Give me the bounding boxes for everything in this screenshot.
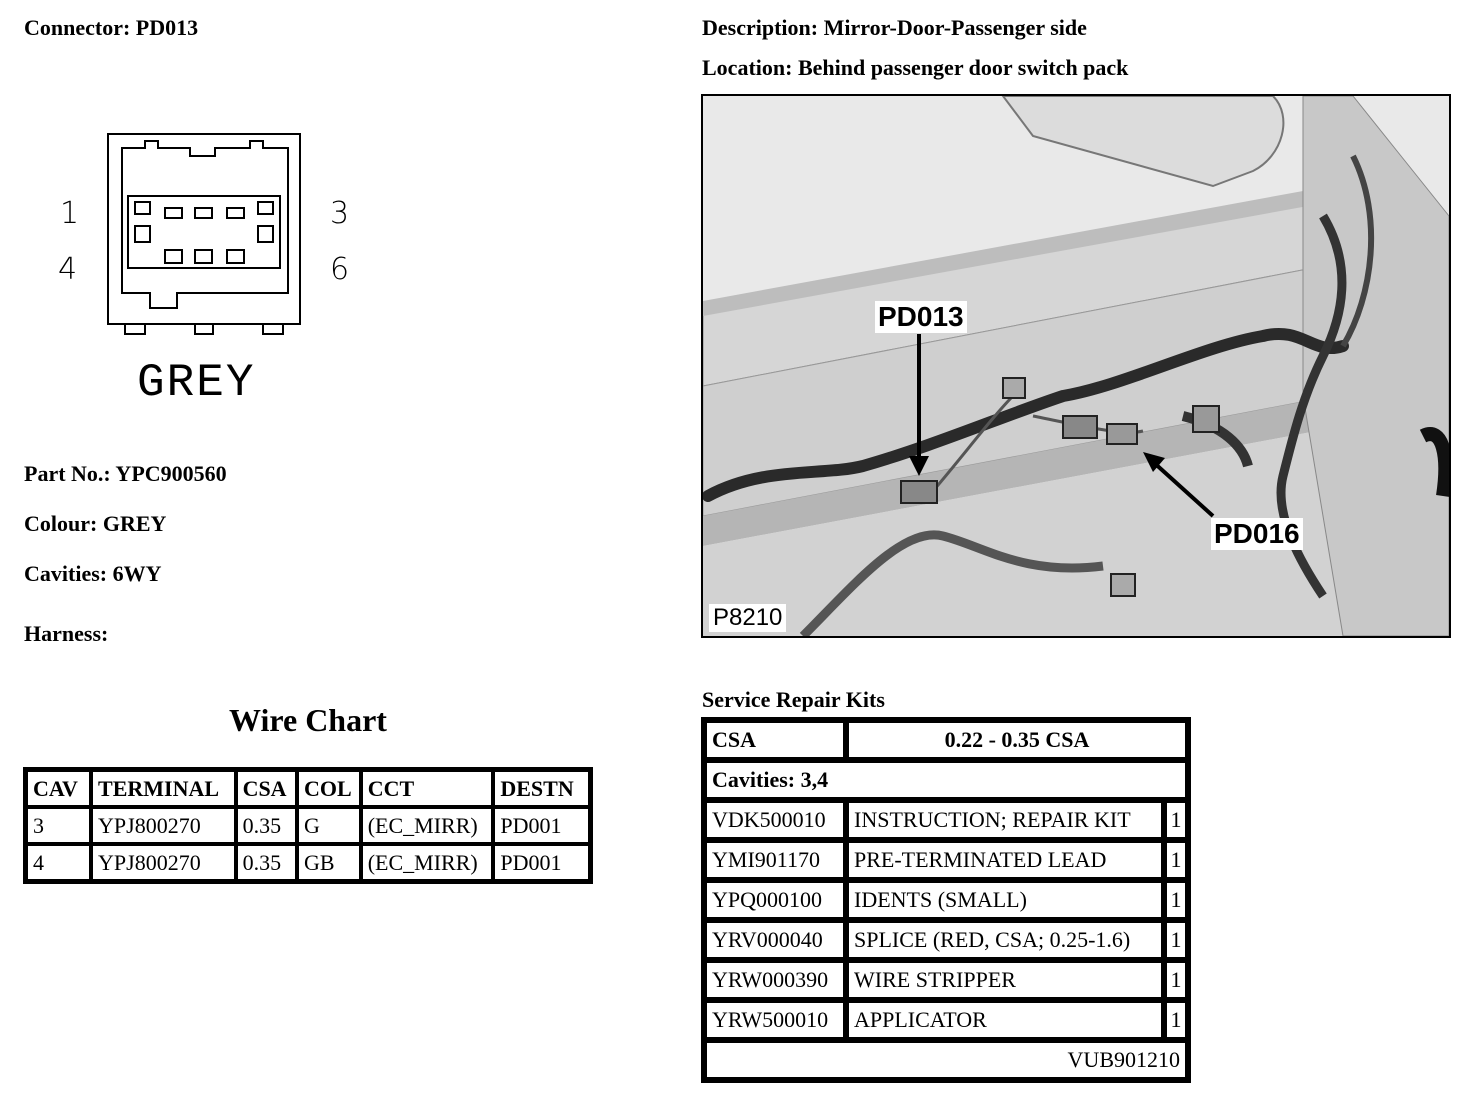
table-row: YPQ000100 IDENTS (SMALL) 1: [704, 880, 1188, 920]
header-terminal: TERMINAL: [91, 770, 236, 807]
cavities-row: Cavities: 3,4: [704, 760, 1188, 800]
kit-code: VDK500010: [704, 800, 846, 840]
harness: Harness:: [24, 621, 109, 646]
kit-code: YRW000390: [704, 960, 846, 1000]
cell-col: G: [297, 807, 361, 844]
cell-cct: (EC_MIRR): [360, 844, 494, 881]
connector-face-diagram: [100, 128, 310, 338]
service-kits-title: Service Repair Kits: [702, 687, 885, 712]
header-cct: CCT: [360, 770, 494, 807]
kit-quantity: 1: [1164, 880, 1188, 920]
cell-cct: (EC_MIRR): [360, 807, 494, 844]
cell-cav: 3: [26, 807, 92, 844]
kit-code: YPQ000100: [704, 880, 846, 920]
kit-quantity: 1: [1164, 920, 1188, 960]
pin-label-1: 1: [60, 196, 80, 231]
header-csa: CSA: [235, 770, 298, 807]
description-label: Description: Mirror-Door-Passenger side: [702, 15, 1087, 40]
csa-row: CSA 0.22 - 0.35 CSA: [704, 720, 1188, 760]
header-cav: CAV: [26, 770, 92, 807]
cell-cav: 4: [26, 844, 92, 881]
kit-description: INSTRUCTION; REPAIR KIT: [846, 800, 1164, 840]
table-row: YRW000390 WIRE STRIPPER 1: [704, 960, 1188, 1000]
connector-colour-label: GREY: [137, 357, 256, 409]
service-kits-table: CSA 0.22 - 0.35 CSA Cavities: 3,4 VDK500…: [701, 717, 1191, 1083]
wire-chart-title: Wire Chart: [229, 702, 387, 738]
header-col: COL: [297, 770, 361, 807]
kit-description: WIRE STRIPPER: [846, 960, 1164, 1000]
wire-chart-table: CAV TERMINAL CSA COL CCT DESTN 3 YPJ8002…: [23, 767, 593, 884]
cell-destn: PD001: [493, 807, 590, 844]
kit-code-row: VUB901210: [704, 1040, 1188, 1080]
cell-csa: 0.35: [235, 807, 298, 844]
colour: Colour: GREY: [24, 511, 167, 536]
connector-label: Connector: PD013: [24, 15, 199, 40]
kit-description: APPLICATOR: [846, 1000, 1164, 1040]
table-row: YRV000040 SPLICE (RED, CSA; 0.25-1.6) 1: [704, 920, 1188, 960]
kit-part-code: VUB901210: [704, 1040, 1188, 1080]
kit-code: YRW500010: [704, 1000, 846, 1040]
kit-description: IDENTS (SMALL): [846, 880, 1164, 920]
cell-terminal: YPJ800270: [91, 807, 236, 844]
table-row: 3 YPJ800270 0.35 G (EC_MIRR) PD001: [26, 807, 590, 844]
kit-code: YMI901170: [704, 840, 846, 880]
kit-quantity: 1: [1164, 960, 1188, 1000]
part-number: Part No.: YPC900560: [24, 461, 227, 486]
header-destn: DESTN: [493, 770, 590, 807]
csa-value: 0.22 - 0.35 CSA: [846, 720, 1188, 760]
kit-quantity: 1: [1164, 1000, 1188, 1040]
table-row: 4 YPJ800270 0.35 GB (EC_MIRR) PD001: [26, 844, 590, 881]
cell-destn: PD001: [493, 844, 590, 881]
csa-label: CSA: [704, 720, 846, 760]
kit-description: SPLICE (RED, CSA; 0.25-1.6): [846, 920, 1164, 960]
photo-reference: P8210: [709, 604, 787, 632]
pd013-callout: PD013: [875, 301, 967, 333]
pin-label-6: 6: [330, 252, 350, 287]
pin-label-4: 4: [58, 252, 78, 287]
pin-label-3: 3: [330, 196, 350, 231]
location-photo: PD013 PD016 P8210: [701, 94, 1451, 638]
location-label: Location: Behind passenger door switch p…: [702, 55, 1129, 80]
kit-description: PRE-TERMINATED LEAD: [846, 840, 1164, 880]
cell-col: GB: [297, 844, 361, 881]
table-row: VDK500010 INSTRUCTION; REPAIR KIT 1: [704, 800, 1188, 840]
cell-csa: 0.35: [235, 844, 298, 881]
kit-cavities: Cavities: 3,4: [704, 760, 1188, 800]
door-harness-illustration: [703, 96, 1449, 636]
table-row: YRW500010 APPLICATOR 1: [704, 1000, 1188, 1040]
cell-terminal: YPJ800270: [91, 844, 236, 881]
pd016-callout: PD016: [1211, 518, 1303, 550]
kit-quantity: 1: [1164, 840, 1188, 880]
cavities: Cavities: 6WY: [24, 561, 162, 586]
kit-quantity: 1: [1164, 800, 1188, 840]
table-row: YMI901170 PRE-TERMINATED LEAD 1: [704, 840, 1188, 880]
kit-code: YRV000040: [704, 920, 846, 960]
wire-chart-header-row: CAV TERMINAL CSA COL CCT DESTN: [26, 770, 590, 807]
